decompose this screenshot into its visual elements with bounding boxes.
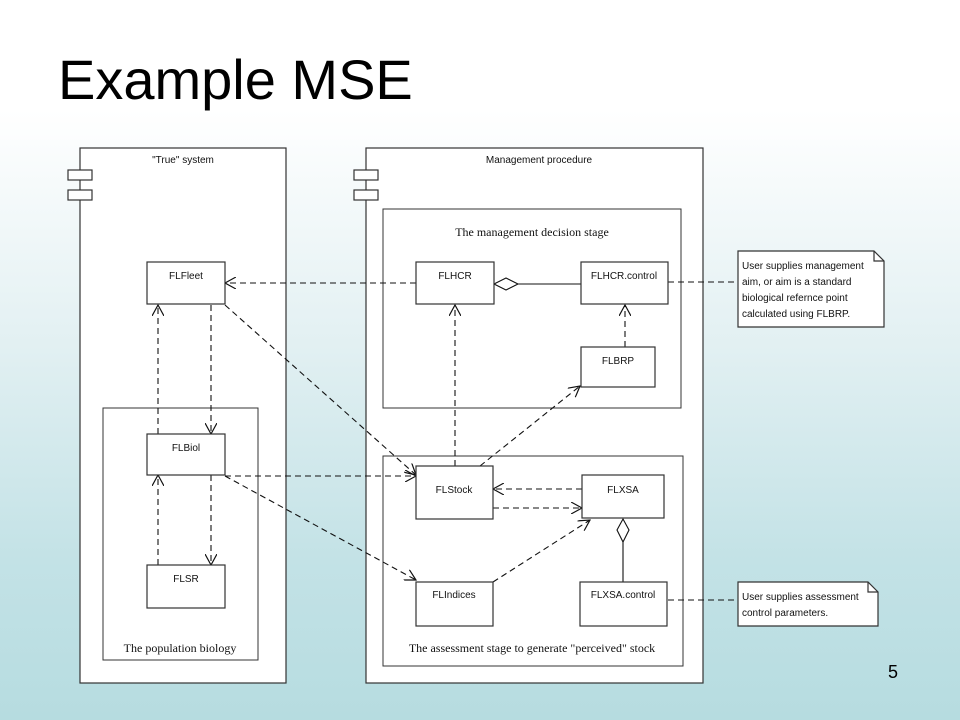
class-label-flxsa-control: FLXSA.control: [591, 590, 655, 601]
population-biology-label: The population biology: [124, 641, 237, 655]
note-assessment-control-line: control parameters.: [742, 608, 828, 619]
class-label-flstock: FLStock: [436, 485, 474, 496]
class-box-flstock: FLStock: [415, 465, 494, 520]
class-box-flfleet: FLFleet: [146, 261, 226, 305]
aggregation-diamond-icon: [616, 517, 630, 544]
note-management-aim-line: calculated using FLBRP.: [742, 309, 850, 320]
class-box-flbiol: FLBiol: [146, 433, 226, 476]
class-box-flhcr: FLHCR: [415, 261, 495, 305]
slide-title: Example MSE: [58, 48, 413, 111]
class-label-flhcr: FLHCR: [438, 271, 471, 282]
note-management-aim-line: biological refernce point: [742, 293, 848, 304]
class-label-flbrp: FLBRP: [602, 356, 635, 367]
assessment-stage-label: The assessment stage to generate "percei…: [409, 641, 655, 655]
class-box-flxsa-control: FLXSA.control: [579, 581, 668, 627]
class-box-flbrp: FLBRP: [580, 346, 656, 388]
class-box-flsr: FLSR: [146, 564, 226, 609]
note-management-aim: User supplies management aim, or aim is …: [737, 250, 885, 328]
connector-flfleet-to-flstock: [224, 304, 416, 475]
component-port-icon: [353, 189, 379, 201]
connector-flbiol-to-flindices: [224, 475, 416, 580]
note-management-aim-line: User supplies management: [742, 261, 864, 272]
class-label-flhcr-control: FLHCR.control: [591, 271, 657, 282]
aggregation-diamond-icon: [492, 277, 520, 291]
class-label-flfleet: FLFleet: [169, 271, 203, 282]
class-box-flxsa: FLXSA: [581, 474, 665, 519]
note-assessment-control-line: User supplies assessment: [742, 592, 859, 603]
class-label-flsr: FLSR: [173, 574, 199, 585]
note-fold-icon: [873, 251, 884, 262]
connector-flstock-to-flbrp: [479, 386, 580, 467]
class-label-flindices: FLIndices: [432, 590, 475, 601]
class-box-flhcr-control: FLHCR.control: [580, 261, 669, 305]
component-port-icon: [353, 169, 379, 181]
management-decision-stage-package: The management decision stage: [382, 208, 682, 409]
note-assessment-control: User supplies assessment control paramet…: [737, 581, 879, 627]
dependency-connectors: [158, 277, 738, 601]
management-procedure-label: Management procedure: [486, 155, 593, 166]
class-box-flindices: FLIndices: [415, 581, 494, 627]
class-label-flxsa: FLXSA: [607, 485, 639, 496]
note-fold-icon: [867, 582, 878, 593]
component-port-icon: [67, 189, 93, 201]
true-system-label: "True" system: [152, 155, 214, 166]
note-management-aim-line: aim, or aim is a standard: [742, 277, 852, 288]
class-label-flbiol: FLBiol: [172, 443, 200, 454]
page-number: 5: [888, 662, 899, 682]
management-decision-stage-label: The management decision stage: [455, 225, 609, 239]
connector-flindices-to-flxsa: [492, 520, 590, 583]
component-port-icon: [67, 169, 93, 181]
